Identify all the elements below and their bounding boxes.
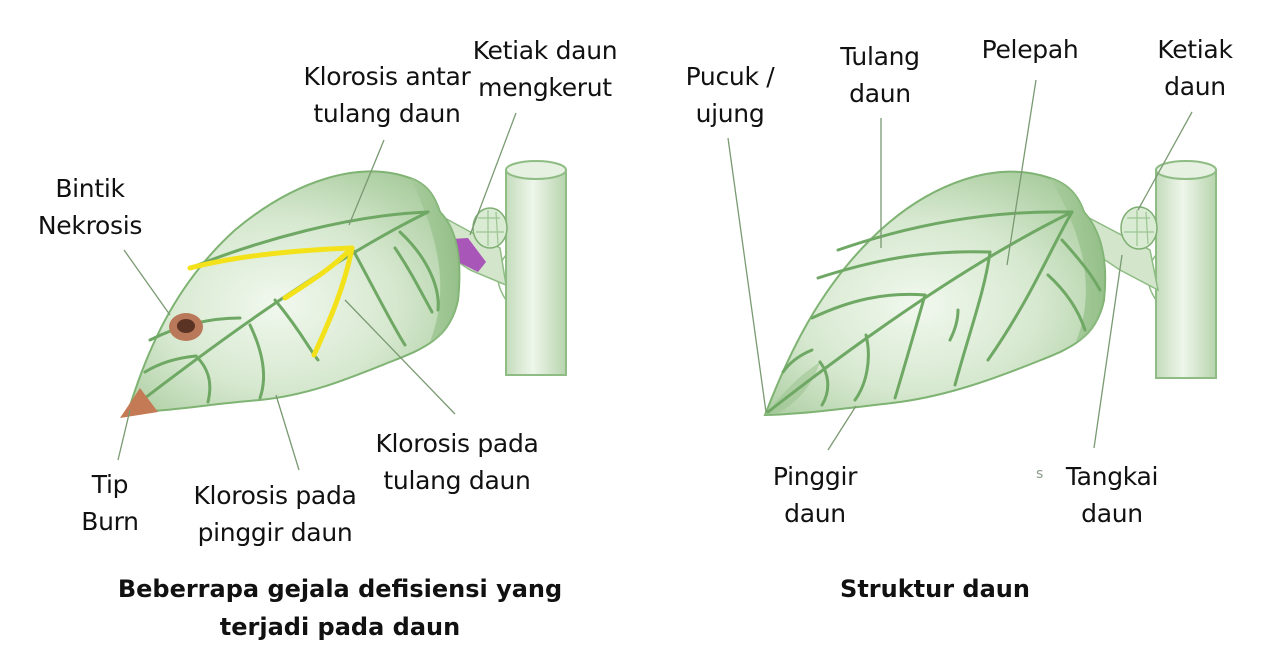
label-ketiak-daun-mengkerut: Ketiak daun mengkerut (455, 32, 635, 106)
label-klorosis-pinggir-daun: Klorosis pada pinggir daun (180, 477, 370, 551)
right-leaf-veins (766, 210, 1102, 414)
right-leaf-blade (763, 170, 1107, 417)
left-stem (497, 160, 567, 376)
label-line: Pelepah (981, 35, 1079, 64)
left-leader-lines (117, 112, 517, 471)
label-ketiak-daun: Ketiak daun (1140, 31, 1250, 105)
stray-mark: s (1036, 466, 1044, 482)
label-bintik-nekrosis: Bintik Nekrosis (20, 170, 160, 244)
right-axil-bud (1120, 206, 1158, 250)
label-line: Ketiak daun (472, 36, 618, 65)
caption-line: Beberrapa gejala defisiensi yang (117, 575, 563, 603)
label-line: daun (784, 499, 846, 528)
caption-struktur-daun: Struktur daun (780, 570, 1090, 608)
label-tangkai-daun: Tangkai daun (1052, 458, 1172, 532)
left-necrosis-spot (169, 313, 203, 341)
label-line: pinggir daun (197, 518, 353, 547)
label-line: tulang daun (383, 466, 531, 495)
caption-line: Struktur daun (840, 575, 1030, 603)
label-pinggir-daun: Pinggir daun (755, 458, 875, 532)
label-line: Klorosis pada (375, 429, 539, 458)
caption-line: terjadi pada daun (219, 613, 461, 641)
label-line: daun (1081, 499, 1143, 528)
label-line: Tangkai (1065, 462, 1159, 491)
label-line: Tip (91, 470, 129, 499)
label-line: mengkerut (478, 73, 612, 102)
label-line: Burn (81, 507, 139, 536)
label-line: Pinggir (772, 462, 858, 491)
right-leader-lines (727, 79, 1193, 451)
label-line: Pucuk / (685, 62, 775, 91)
left-leaf-illustration (120, 160, 567, 418)
left-yellow-vein-chlorosis (187, 245, 355, 358)
label-line: ujung (695, 99, 765, 128)
label-tulang-daun: Tulang daun (820, 38, 940, 112)
caption-defisiensi: Beberrapa gejala defisiensi yang terjadi… (100, 570, 580, 646)
label-tip-burn: Tip Burn (70, 466, 150, 540)
label-line: Klorosis pada (193, 481, 357, 510)
label-klorosis-tulang-daun: Klorosis pada tulang daun (362, 425, 552, 499)
label-line: daun (849, 79, 911, 108)
label-pucuk-ujung: Pucuk / ujung (665, 58, 795, 132)
label-line: Bintik (55, 174, 125, 203)
label-line: Klorosis antar (303, 62, 471, 91)
label-klorosis-antar-tulang: Klorosis antar tulang daun (262, 58, 512, 132)
label-pelepah: Pelepah (965, 31, 1095, 68)
label-line: Ketiak (1157, 35, 1233, 64)
left-leaf-veins (130, 210, 440, 410)
label-line: tulang daun (313, 99, 461, 128)
right-leaf-illustration (763, 160, 1217, 417)
label-line: Nekrosis (37, 211, 143, 240)
right-stem (1147, 160, 1217, 379)
label-line: Tulang (840, 42, 920, 71)
label-line: daun (1164, 72, 1226, 101)
left-axil-bud (472, 207, 508, 249)
